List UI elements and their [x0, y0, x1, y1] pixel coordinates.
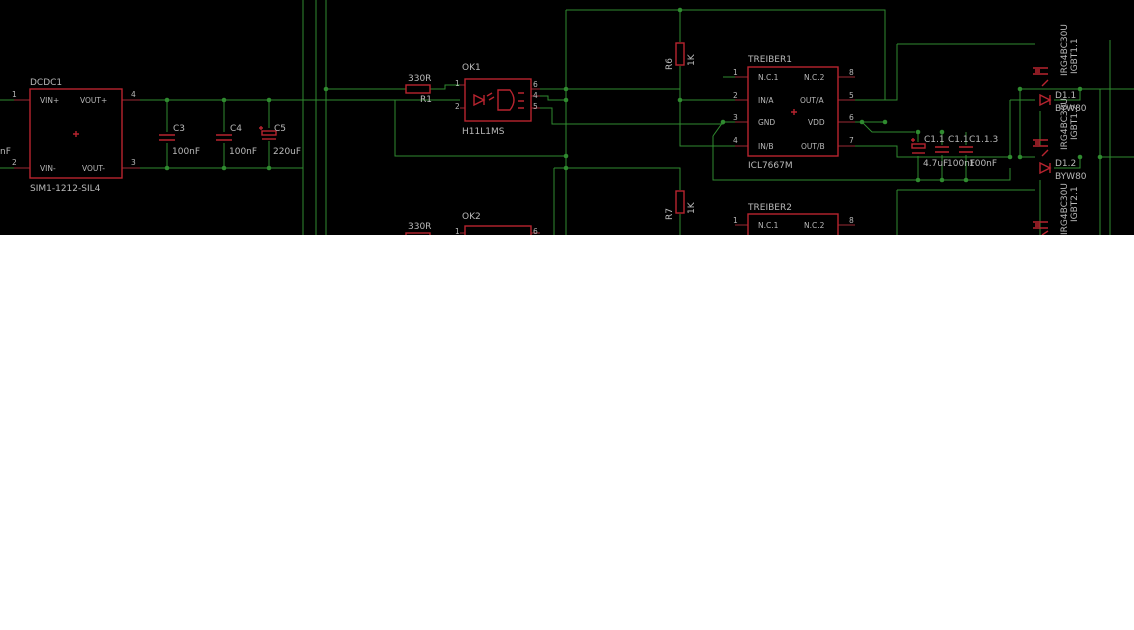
gate-driver-treiber2-partial[interactable]: TREIBER2 N.C.1 N.C.2 1 8	[733, 203, 855, 235]
dcdc-pin-4: 4	[131, 90, 136, 99]
d11-name-label: D1.1	[1055, 91, 1076, 101]
r7-name-label: R7	[665, 208, 675, 220]
treiber1-pin-6: 6	[849, 113, 854, 122]
d11-value-label: BYW80	[1055, 104, 1087, 114]
ok1-value-label: H11L1MS	[462, 127, 505, 137]
r2-value-label: 330R	[408, 222, 431, 232]
resistor-r7[interactable]: R7 1K	[665, 190, 697, 220]
optocoupler-ok1[interactable]: OK1 H11L1MS 1 2 6 4 5	[455, 63, 540, 137]
treiber1-nc1-label: N.C.1	[758, 73, 779, 82]
treiber1-pin-2: 2	[733, 91, 738, 100]
capacitor-c1-1-3[interactable]: C1.1.3 100nF	[959, 135, 998, 169]
ok1-pin-1: 1	[455, 79, 460, 88]
r1-name-label: R1	[420, 95, 432, 105]
ok2-name-label: OK2	[462, 212, 481, 222]
c112-name-label: C1.1	[948, 135, 969, 145]
dcdc-vout-minus-label: VOUT-	[82, 164, 105, 173]
treiber1-outa-label: OUT/A	[800, 96, 825, 105]
dcdc-name-label: DCDC1	[30, 78, 62, 88]
treiber2-nc2-label: N.C.2	[804, 221, 825, 230]
treiber2-nc1-label: N.C.1	[758, 221, 779, 230]
dcdc-vin-plus-label: VIN+	[40, 96, 59, 105]
c4-name-label: C4	[230, 124, 242, 134]
capacitor-c1-1-2[interactable]: C1.1 100nF	[935, 135, 975, 169]
igbt11-name-label: IGBT1.1	[1070, 38, 1080, 74]
treiber2-pin-8: 8	[849, 216, 854, 225]
r7-value-label: 1K	[687, 201, 697, 214]
c5-name-label: C5	[274, 124, 286, 134]
treiber1-gnd-label: GND	[758, 118, 775, 127]
treiber1-pin-1: 1	[733, 68, 738, 77]
c112-value-label: 100nF	[947, 159, 975, 169]
treiber2-name-label: TREIBER2	[747, 203, 792, 213]
junction-dots	[164, 7, 1103, 183]
dcdc-converter-symbol[interactable]: DCDC1 SIM1-1212-SIL4 VIN+ VIN- VOUT+ VOU…	[12, 78, 140, 194]
d12-name-label: D1.2	[1055, 159, 1076, 169]
treiber1-inb-label: IN/B	[758, 142, 774, 151]
c5-value-label: 220uF	[273, 147, 301, 157]
ok2-pin-6: 6	[533, 227, 538, 235]
igbt-1-2[interactable]: IRG4BC30U IGBT1.2	[1033, 98, 1080, 157]
dcdc-pin-2: 2	[12, 158, 17, 167]
c111-value-label: 4.7uF	[923, 159, 948, 169]
treiber1-pin-5: 5	[849, 91, 854, 100]
igbt-1-1[interactable]: IRG4BC30U IGBT1.1	[1033, 24, 1080, 87]
d12-value-label: BYW80	[1055, 172, 1087, 182]
treiber1-pin-7: 7	[849, 136, 854, 145]
r1-value-label: 330R	[408, 74, 431, 84]
resistor-r6[interactable]: R6 1K	[665, 42, 697, 70]
c4-value-label: 100nF	[229, 147, 257, 157]
igbt21-value-label: IRG4BC30U	[1060, 183, 1070, 235]
dcdc-value-label: SIM1-1212-SIL4	[30, 184, 101, 194]
diode-d1-1[interactable]: D1.1 BYW80	[1039, 91, 1087, 114]
resistor-r1[interactable]: 330R R1	[405, 74, 432, 105]
dcdc-vin-minus-label: VIN-	[40, 164, 56, 173]
treiber1-ina-label: IN/A	[758, 96, 774, 105]
resistor-r2-partial[interactable]: 330R	[405, 222, 431, 235]
treiber1-vdd-label: VDD	[808, 118, 825, 127]
c113-name-label: C1.1.3	[969, 135, 998, 145]
c3-name-label: C3	[173, 124, 185, 134]
ok1-pin-2: 2	[455, 102, 460, 111]
r6-name-label: R6	[665, 58, 675, 70]
capacitor-c3[interactable]: C3 100nF	[159, 124, 200, 157]
ok1-pin-5: 5	[533, 102, 538, 111]
gate-driver-treiber1[interactable]: TREIBER1 ICL7667M N.C.1 N.C.2 IN/A OUT/A…	[733, 55, 855, 171]
treiber1-name-label: TREIBER1	[747, 55, 792, 65]
optocoupler-ok2-partial[interactable]: OK2 1 6	[455, 212, 540, 235]
igbt21-name-label: IGBT2.1	[1070, 186, 1080, 222]
igbt12-name-label: IGBT1.2	[1070, 104, 1080, 140]
dcdc-pin-1: 1	[12, 90, 17, 99]
treiber1-value-label: ICL7667M	[748, 161, 793, 171]
schematic-canvas[interactable]: DCDC1 SIM1-1212-SIL4 VIN+ VIN- VOUT+ VOU…	[0, 0, 1134, 235]
treiber1-nc2-label: N.C.2	[804, 73, 825, 82]
capacitor-c4[interactable]: C4 100nF	[216, 124, 257, 157]
c111-name-label: C1.1	[924, 135, 945, 145]
igbt11-value-label: IRG4BC30U	[1060, 24, 1070, 76]
ok1-name-label: OK1	[462, 63, 481, 73]
treiber1-pin-4: 4	[733, 136, 738, 145]
dcdc-pin-3: 3	[131, 158, 136, 167]
ok2-pin-1: 1	[455, 227, 460, 235]
c113-value-label: 100nF	[969, 159, 997, 169]
treiber1-pin-8: 8	[849, 68, 854, 77]
treiber1-pin-3: 3	[733, 113, 738, 122]
igbt12-value-label: IRG4BC30U	[1060, 98, 1070, 150]
igbt-2-1[interactable]: IRG4BC30U IGBT2.1	[1033, 183, 1080, 235]
capacitor-c5-polarized[interactable]: C5 220uF	[259, 124, 301, 157]
dcdc-vout-plus-label: VOUT+	[80, 96, 107, 105]
treiber1-outb-label: OUT/B	[801, 142, 825, 151]
left-value-fragment: nF	[0, 147, 11, 157]
diode-d1-2[interactable]: D1.2 BYW80	[1039, 159, 1087, 182]
c3-value-label: 100nF	[172, 147, 200, 157]
r6-value-label: 1K	[687, 53, 697, 66]
capacitor-c1-1-1-polarized[interactable]: C1.1 4.7uF	[911, 135, 948, 169]
ok1-pin-6: 6	[533, 80, 538, 89]
wire-net	[0, 0, 1134, 235]
empty-area	[0, 235, 1134, 630]
treiber2-pin-1: 1	[733, 216, 738, 225]
ok1-pin-4: 4	[533, 91, 538, 100]
